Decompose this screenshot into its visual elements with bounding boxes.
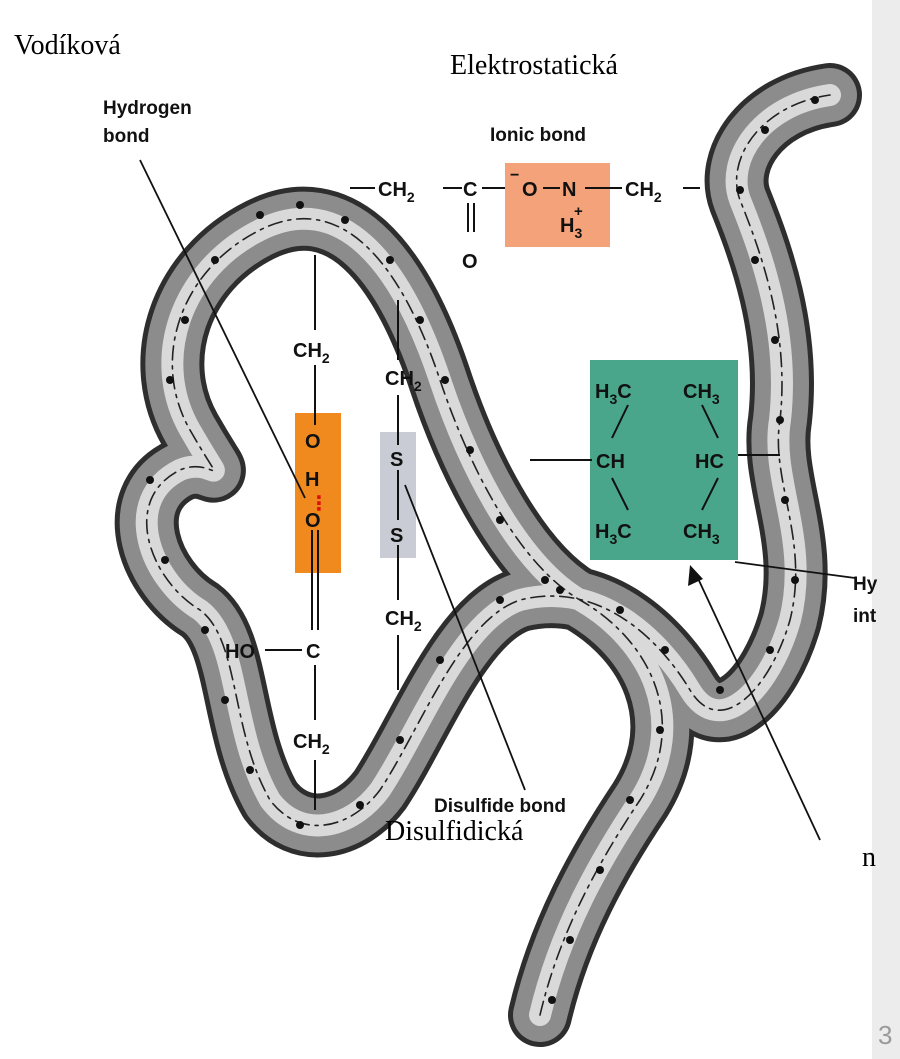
- svg-text:CH2: CH2: [378, 179, 415, 205]
- svg-text:HC: HC: [695, 451, 724, 473]
- svg-text:O: O: [462, 251, 478, 273]
- disulfide-bond-label: Disulfide bond: [434, 796, 566, 817]
- svg-text:CH2: CH2: [293, 340, 330, 366]
- svg-text:S: S: [390, 449, 403, 471]
- ionic-bond-label: Ionic bond: [490, 125, 586, 146]
- svg-text:CH2: CH2: [293, 731, 330, 757]
- right-edge-strip: [872, 0, 900, 1059]
- svg-text:S: S: [390, 525, 403, 547]
- svg-text:HO: HO: [225, 641, 255, 663]
- hydrogen-bond-label-line1: Hydrogen: [103, 98, 192, 119]
- svg-text:O: O: [305, 431, 321, 453]
- svg-text:C: C: [463, 179, 477, 201]
- svg-text:N: N: [562, 179, 576, 201]
- slide-number: 3: [878, 1020, 892, 1050]
- hydrogen-czech-label: Vodíková: [14, 30, 121, 61]
- svg-text:CH: CH: [596, 451, 625, 473]
- hydrophobic-label-line2: int: [853, 606, 877, 627]
- svg-text:CH2: CH2: [625, 179, 662, 205]
- svg-text:O: O: [305, 510, 321, 532]
- ionic-czech-label: Elektrostatická: [450, 50, 619, 81]
- svg-text:C: C: [306, 641, 320, 663]
- svg-text:+: +: [574, 203, 583, 220]
- truncated-right-label: n: [862, 842, 876, 873]
- svg-text:H: H: [305, 469, 319, 491]
- svg-text:CH2: CH2: [385, 608, 422, 634]
- hydrogen-bond-label-line2: bond: [103, 126, 149, 147]
- svg-text:−: −: [510, 167, 519, 184]
- svg-text:O: O: [522, 179, 538, 201]
- disulfide-czech-label: Disulfidická: [385, 816, 524, 847]
- ionic-bond-box: [505, 163, 610, 247]
- hydrophobic-label-line1: Hy: [853, 574, 878, 595]
